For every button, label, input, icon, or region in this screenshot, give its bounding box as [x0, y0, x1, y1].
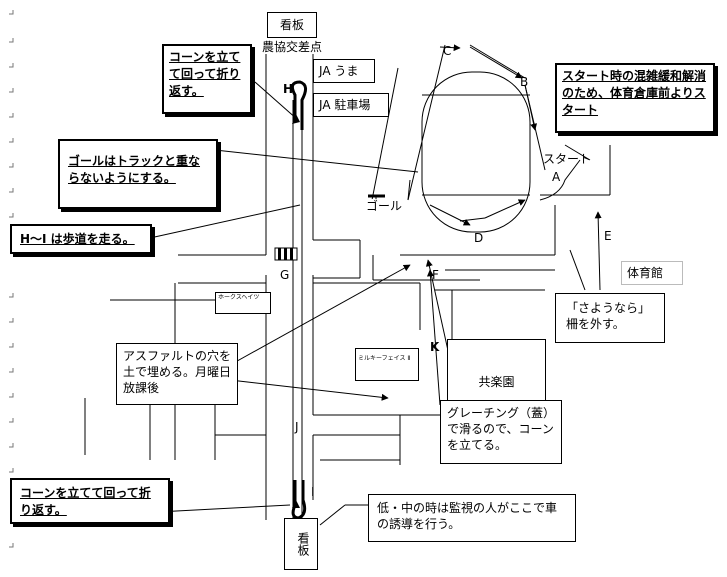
point-f: F	[432, 268, 439, 282]
callout-grating: グレーチング（蓋）で滑るので、コーンを立てる。	[440, 400, 562, 464]
callout-remove-fence: 「さようなら」柵を外す。	[555, 293, 665, 343]
bottom-sign-label: 看板	[296, 532, 310, 556]
ja-uma-label: JA うま	[313, 59, 375, 83]
top-turnaround-loop	[290, 80, 307, 130]
start-label: スタート	[543, 152, 592, 166]
point-h: H	[283, 82, 294, 96]
bottom-turnaround-loop	[291, 480, 307, 520]
point-b: B	[520, 75, 529, 89]
bottom-cone-icon	[292, 500, 300, 508]
gym-label: 体育館	[621, 261, 683, 285]
small-building-2: ミルキーフェイス Ⅱ	[355, 348, 419, 381]
callout-goal-track: ゴールはトラックと重ならないようにする。	[58, 139, 218, 209]
kyorakuen-label: 共楽園	[447, 339, 546, 401]
point-k: K	[430, 340, 440, 354]
top-sign-label: 看板	[279, 18, 304, 32]
callout-h-i-sidewalk: H～I は歩道を走る。	[10, 224, 152, 254]
goal-label: ゴール	[366, 199, 403, 213]
ja-parking-label: JA 駐車場	[313, 93, 389, 117]
point-i: I	[311, 485, 315, 499]
callout-supervisor: 低・中の時は監視の人がここで車の誘導を行う。	[368, 494, 576, 542]
bottom-sign: 看板	[284, 518, 318, 570]
point-c: C	[443, 44, 452, 58]
top-intersection-label: 農協交差点	[262, 40, 323, 54]
callout-asphalt-hole: アスファルトの穴を土で埋める。月曜日放課後	[116, 343, 238, 405]
point-j: J	[295, 420, 299, 434]
point-g: G	[280, 268, 290, 282]
top-sign: 看板	[267, 12, 317, 38]
callout-cone-top: コーンを立てて回って折り返す。	[162, 44, 252, 114]
callout-start-congestion: スタート時の混雑緩和解消のため、体育倉庫前よりスタート	[555, 63, 715, 133]
point-a: A	[552, 170, 561, 184]
point-d: D	[474, 231, 484, 245]
point-e: E	[604, 229, 612, 243]
callout-cone-bottom: コーンを立てて回って折り返す。	[10, 478, 170, 524]
top-cone-icon	[292, 114, 300, 124]
small-building-1: ホークスヘイツ	[215, 292, 271, 314]
